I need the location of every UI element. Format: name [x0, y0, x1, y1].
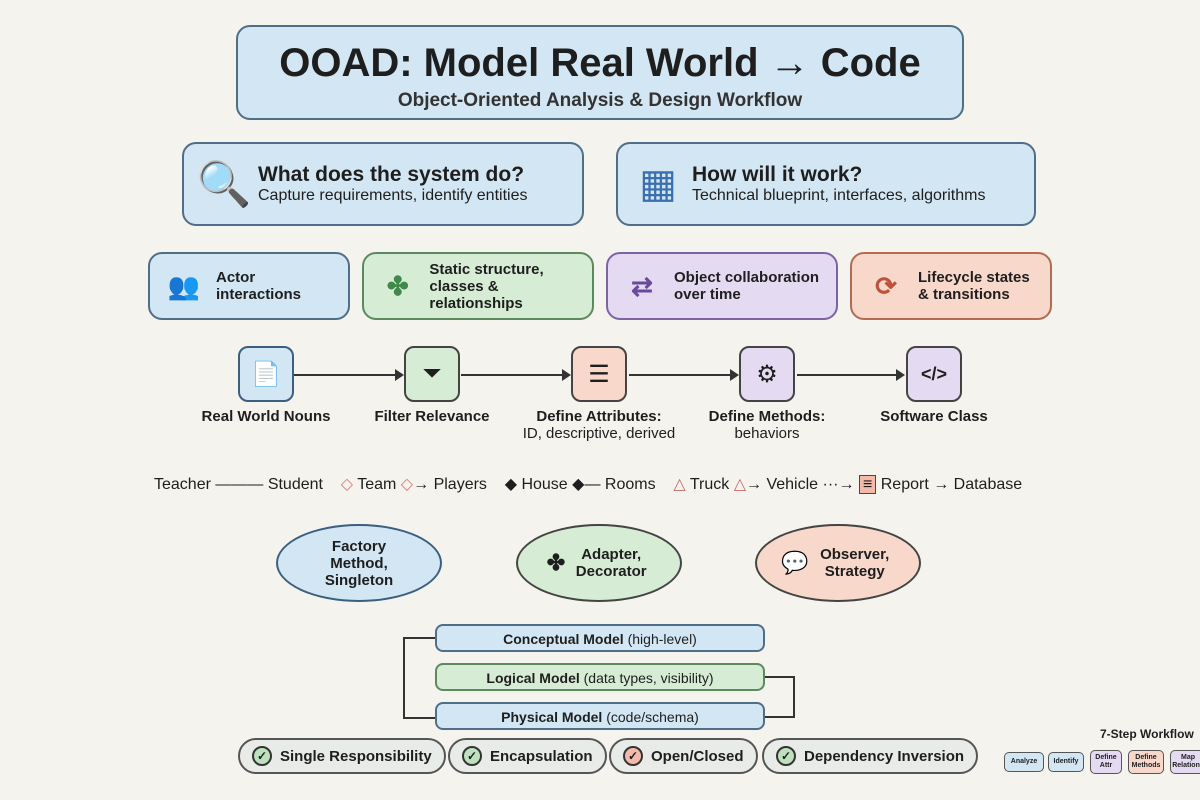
sequence-card: ⇄ Object collaboration over time — [606, 252, 838, 320]
list-icon: ☰ — [571, 346, 627, 402]
phase-desc: Technical blueprint, interfaces, algorit… — [692, 187, 986, 204]
check-icon: ✓ — [462, 746, 482, 766]
workflow-step: Analyze — [1004, 752, 1044, 772]
principle-encapsulation: ✓Encapsulation — [448, 738, 607, 774]
workflow-step: Identify — [1048, 752, 1084, 772]
magnifier-icon: 🔍 — [196, 160, 252, 209]
flow-arrow — [797, 369, 905, 381]
state-card: ⟳ Lifecycle states & transitions — [850, 252, 1052, 320]
page-title: OOAD: Model Real World → Code — [279, 41, 921, 85]
eye-chat-icon: 💬 — [781, 550, 809, 575]
code-icon: </> — [906, 346, 962, 402]
check-icon: ✓ — [776, 746, 796, 766]
puzzle-icon: ✤ — [546, 550, 566, 575]
step-label: Filter Relevance — [374, 408, 490, 425]
step-label: Software Class — [880, 408, 988, 425]
workflow-step: Map Relations — [1170, 750, 1200, 774]
logical-model: Logical Model (data types, visibility) — [435, 663, 765, 691]
phase-desc: Capture requirements, identify entities — [258, 187, 528, 204]
workflow-step: Define Attr — [1090, 750, 1122, 774]
check-icon: ✓ — [623, 746, 643, 766]
cycle-icon: ⟳ — [875, 270, 897, 301]
phase-title: How will it work? — [692, 163, 863, 186]
arrows-icon: ⇄ — [631, 270, 653, 301]
class-card: ✤ Static structure, classes & relationshi… — [362, 252, 594, 320]
conceptual-model: Conceptual Model (high-level) — [435, 624, 765, 652]
physical-model: Physical Model (code/schema) — [435, 702, 765, 730]
relationship-legend: Teacher ——— Student ◇ Team ◇→ Players ◆ … — [154, 475, 1023, 494]
flow-arrow — [461, 369, 571, 381]
gear-icon: ⚙ — [739, 346, 795, 402]
analysis-phase: 🔍 What does the system do?Capture requir… — [182, 142, 584, 226]
pattern-bubble-structural: ✤Adapter, Decorator — [516, 524, 682, 602]
workflow-title: 7-Step Workflow — [1100, 727, 1194, 741]
step-label: Define Attributes:ID, descriptive, deriv… — [522, 408, 676, 442]
principle-open-closed: ✓Open/Closed — [609, 738, 758, 774]
title-banner: OOAD: Model Real World → Code Object-Ori… — [236, 25, 964, 120]
pattern-bubble-creational: Factory Method, Singleton — [276, 524, 442, 602]
blueprint-icon: ▦ — [639, 162, 677, 206]
principle-srp: ✓Single Responsibility — [238, 738, 446, 774]
card-label: Object collaboration over time — [674, 269, 820, 303]
filter-icon: ⏷ — [404, 346, 460, 402]
model-flow-line — [403, 637, 437, 719]
actor-icon: 👥 — [167, 270, 201, 301]
flow-arrow — [629, 369, 739, 381]
check-icon: ✓ — [252, 746, 272, 766]
flow-arrow — [294, 369, 404, 381]
puzzle-icon: ✤ — [386, 270, 409, 301]
card-label: Lifecycle states & transitions — [918, 269, 1030, 303]
step-label: Real World Nouns — [201, 408, 331, 425]
step-label: Define Methods:behaviors — [708, 408, 826, 442]
card-label: Actor interactions — [216, 269, 302, 303]
card-label: Static structure, classes & relationship… — [429, 260, 544, 312]
model-flow-line — [765, 676, 795, 718]
page-subtitle: Object-Oriented Analysis & Design Workfl… — [397, 90, 803, 111]
workflow-step: Define Methods — [1128, 750, 1164, 774]
pattern-bubble-behavioral: 💬Observer, Strategy — [755, 524, 921, 602]
phase-title: What does the system do? — [258, 163, 525, 186]
use-case-card: 👥 Actor interactions — [148, 252, 350, 320]
document-icon: 📄 — [238, 346, 294, 402]
principle-dip: ✓Dependency Inversion — [762, 738, 979, 774]
design-phase: ▦ How will it work?Technical blueprint, … — [616, 142, 1036, 226]
